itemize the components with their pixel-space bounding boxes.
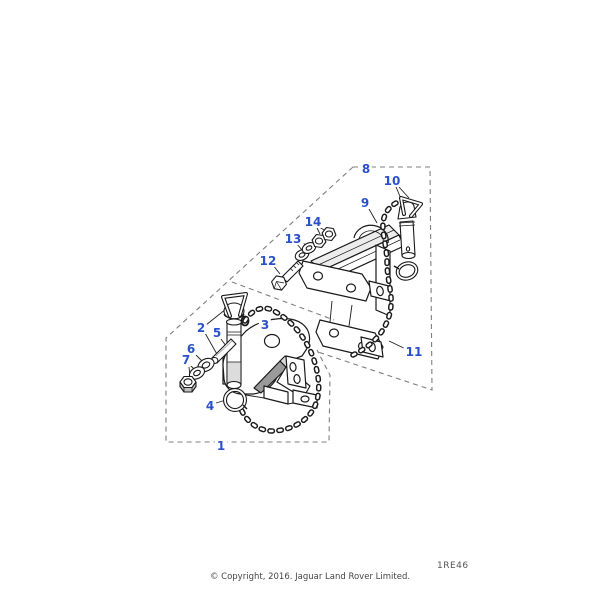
callout-14[interactable]: 14 <box>302 215 324 229</box>
lower-retaining-chain <box>223 305 322 434</box>
region-divider-line <box>231 281 335 321</box>
fastener-hardware <box>271 226 337 291</box>
callout-1[interactable]: 1 <box>214 439 228 453</box>
beam-arch <box>353 224 389 244</box>
callout-9[interactable]: 9 <box>358 196 372 210</box>
copyright-notice: © Copyright, 2016. Jaguar Land Rover Lim… <box>209 572 411 582</box>
upper-lynch-pin <box>397 196 423 260</box>
callout-5[interactable]: 5 <box>210 326 224 340</box>
callout-13[interactable]: 13 <box>282 232 304 246</box>
main-towing-pin <box>221 292 250 390</box>
dashed-region-outlines <box>165 166 433 443</box>
pin-collar <box>225 318 243 326</box>
figure-code: 1RE46 <box>437 561 469 571</box>
spring-clip-pin <box>210 338 237 365</box>
bolt-head <box>271 275 287 291</box>
base-block <box>263 385 289 405</box>
callout-11[interactable]: 11 <box>403 345 425 359</box>
callout-10[interactable]: 10 <box>381 174 403 188</box>
callout-4[interactable]: 4 <box>203 399 217 413</box>
callout-6[interactable]: 6 <box>184 342 198 356</box>
pin-washers-and-nut <box>179 357 215 393</box>
region-1-outline <box>165 166 354 443</box>
callout-2[interactable]: 2 <box>194 321 208 335</box>
callout-8[interactable]: 8 <box>359 162 373 176</box>
callout-12[interactable]: 12 <box>257 254 279 268</box>
region-8-outline <box>317 166 433 391</box>
callout-7[interactable]: 7 <box>179 353 193 367</box>
upper-retaining-chain <box>350 200 419 358</box>
callout-3[interactable]: 3 <box>258 318 272 332</box>
